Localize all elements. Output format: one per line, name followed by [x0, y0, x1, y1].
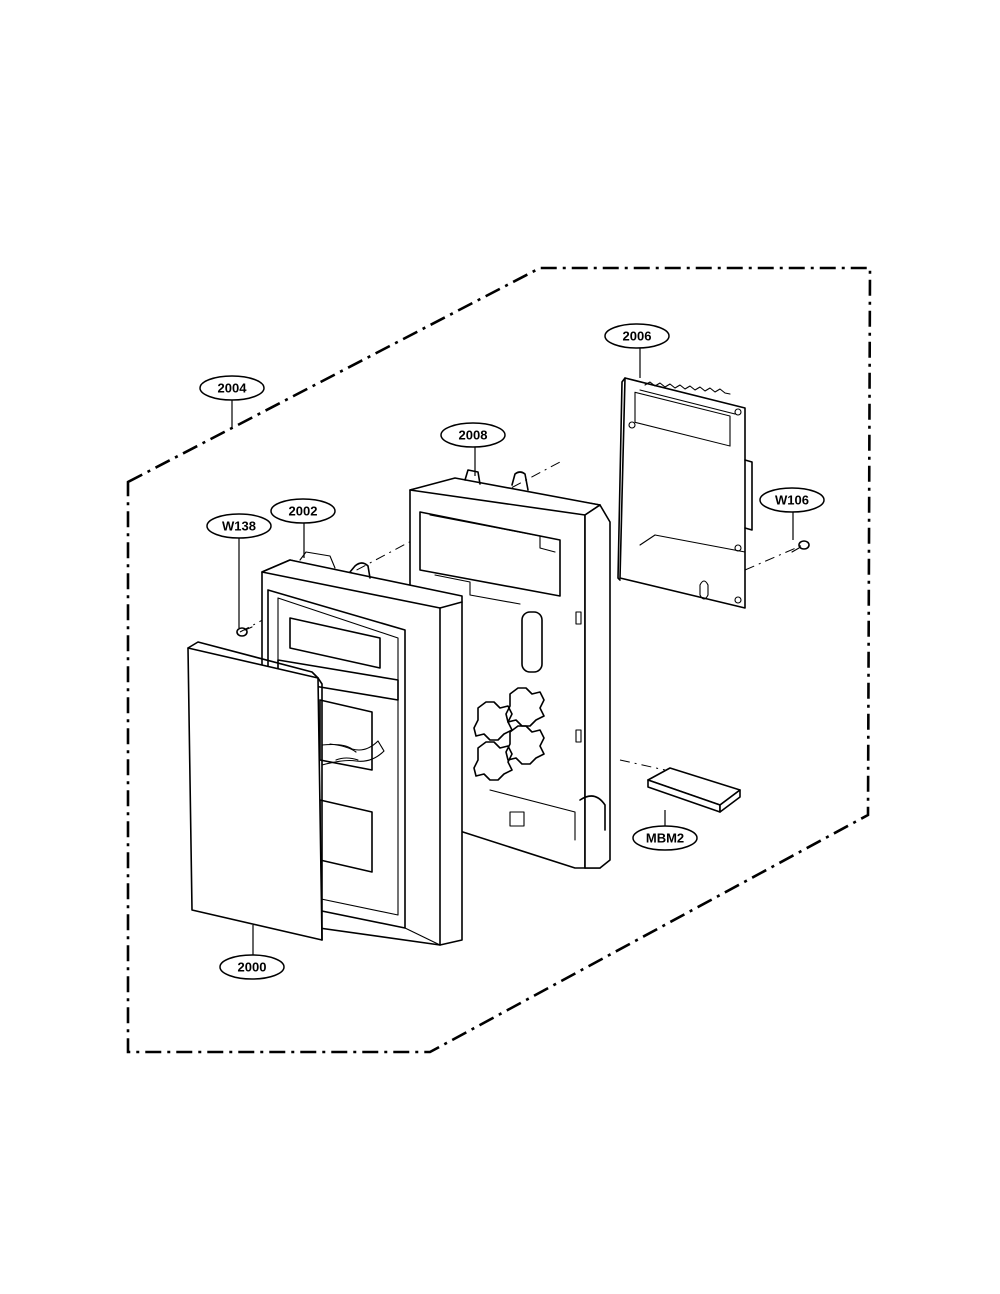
callout-2000: 2000: [219, 954, 285, 980]
callout-2000-label: 2000: [238, 960, 267, 975]
callout-2004: 2004: [199, 375, 265, 401]
callout-2006: 2006: [604, 323, 670, 349]
callout-2006-label: 2006: [623, 329, 652, 344]
callout-2008-label: 2008: [459, 428, 488, 443]
part-w106-screw: [791, 540, 810, 553]
callout-mbm2-label: MBM2: [646, 831, 684, 846]
callout-2004-label: 2004: [218, 381, 248, 396]
callout-2008: 2008: [440, 422, 506, 448]
callout-w106-label: W106: [775, 493, 809, 508]
part-2006-pcb: [617, 377, 753, 609]
part-2000-front-panel: [187, 641, 323, 941]
leader-lines: [231, 348, 794, 956]
callout-2002-label: 2002: [289, 504, 318, 519]
callout-2002: 2002: [270, 498, 336, 524]
part-mbm2-block: [647, 767, 741, 813]
part-w138-screw: [236, 626, 253, 637]
callout-w138: W138: [206, 513, 272, 539]
callout-w138-label: W138: [222, 519, 256, 534]
callout-mbm2: MBM2: [632, 825, 698, 851]
callout-w106: W106: [759, 487, 825, 513]
assembly-boundary: [126, 266, 872, 1054]
